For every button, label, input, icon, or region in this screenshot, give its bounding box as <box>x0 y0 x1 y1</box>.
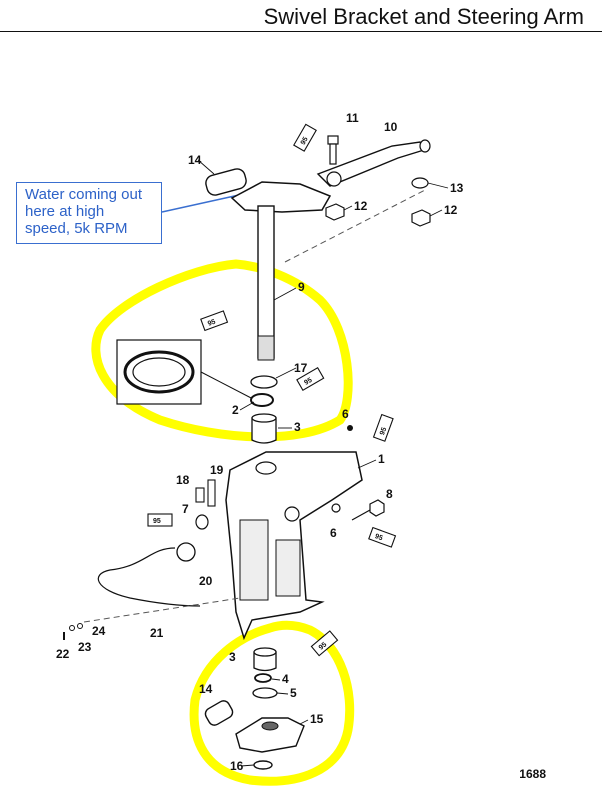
figure-number: 1688 <box>519 767 546 781</box>
washer-5 <box>252 687 278 699</box>
part-label: 23 <box>78 640 92 654</box>
water-leak-callout: Water coming out here at high speed, 5k … <box>16 182 162 244</box>
part-label: 19 <box>210 463 224 477</box>
highlight-loop-upper <box>91 259 353 442</box>
shim-18 <box>195 487 205 503</box>
part-label: 16 <box>230 759 244 773</box>
svg-text:95: 95 <box>303 377 313 387</box>
washer-13 <box>411 177 429 189</box>
steering-column-head <box>230 181 332 213</box>
grease-fitting-6a <box>347 425 353 431</box>
o-ring-4 <box>254 673 272 683</box>
bolt-11 <box>326 135 342 187</box>
part-label: 20 <box>199 574 213 588</box>
part-label: 9 <box>298 280 305 294</box>
sealant-tube-7: 95 <box>310 630 339 657</box>
washer-23 <box>69 625 75 631</box>
part-label: 6 <box>330 526 337 540</box>
part-label: 3 <box>229 650 236 664</box>
part-label: 2 <box>232 403 239 417</box>
highlight-loop-lower <box>189 620 355 786</box>
svg-text:95: 95 <box>379 426 388 436</box>
part-label: 1 <box>378 452 385 466</box>
svg-text:95: 95 <box>300 136 310 146</box>
title-divider <box>0 31 602 32</box>
part-label: 8 <box>386 487 393 501</box>
shim-19 <box>207 479 216 507</box>
part-label: 4 <box>282 672 289 686</box>
part-label: 17 <box>294 361 308 375</box>
part-label: 11 <box>346 111 359 125</box>
part-label: 6 <box>342 407 349 421</box>
page-title: Swivel Bracket and Steering Arm <box>263 4 584 29</box>
part-label: 15 <box>310 712 324 726</box>
svg-text:95: 95 <box>153 518 161 525</box>
cap-20 <box>176 542 196 562</box>
washer-24 <box>77 623 83 629</box>
svg-text:95: 95 <box>207 318 217 327</box>
steering-column-9 <box>257 205 275 359</box>
ground-wire-21 <box>97 547 201 607</box>
sealant-tube-1: 95 <box>293 123 317 152</box>
cover-plate-14-top <box>205 168 247 196</box>
part-label: 24 <box>92 624 106 638</box>
callout-leader <box>161 192 249 213</box>
sealant-tube-5: 95 <box>147 513 173 527</box>
svg-text:95: 95 <box>374 533 384 542</box>
o-ring-2 <box>250 393 274 407</box>
part-label: 12 <box>444 203 458 217</box>
part-label: 12 <box>354 199 368 213</box>
part-label: 18 <box>176 473 190 487</box>
sealant-tube-3: 95 <box>296 367 325 391</box>
nut-12a <box>325 203 345 221</box>
sealant-tube-4: 95 <box>372 413 394 442</box>
part-label: 3 <box>294 420 301 434</box>
o-ring-16 <box>253 760 273 770</box>
part-label: 21 <box>150 626 164 640</box>
part-label: 14 <box>199 682 213 696</box>
part-label: 10 <box>384 120 398 134</box>
part-label: 5 <box>290 686 297 700</box>
part-label: 7 <box>182 502 189 516</box>
sealant-tube-6: 95 <box>368 526 397 548</box>
part-label: 13 <box>450 181 464 195</box>
plug-7 <box>195 514 209 530</box>
bushing-3-upper <box>251 417 277 444</box>
part-label: 14 <box>188 153 202 167</box>
nut-12b <box>411 209 431 227</box>
steering-yoke-15 <box>235 717 305 753</box>
bushing-3-lower <box>253 651 277 672</box>
washer-17 <box>250 375 278 389</box>
svg-text:95: 95 <box>318 641 329 651</box>
bolt-8 <box>351 499 385 521</box>
cover-plate-14-bottom <box>204 700 234 726</box>
part-label: 22 <box>56 647 70 661</box>
grease-fitting-6b <box>331 503 341 513</box>
sealant-tube-2: 95 <box>200 310 229 332</box>
